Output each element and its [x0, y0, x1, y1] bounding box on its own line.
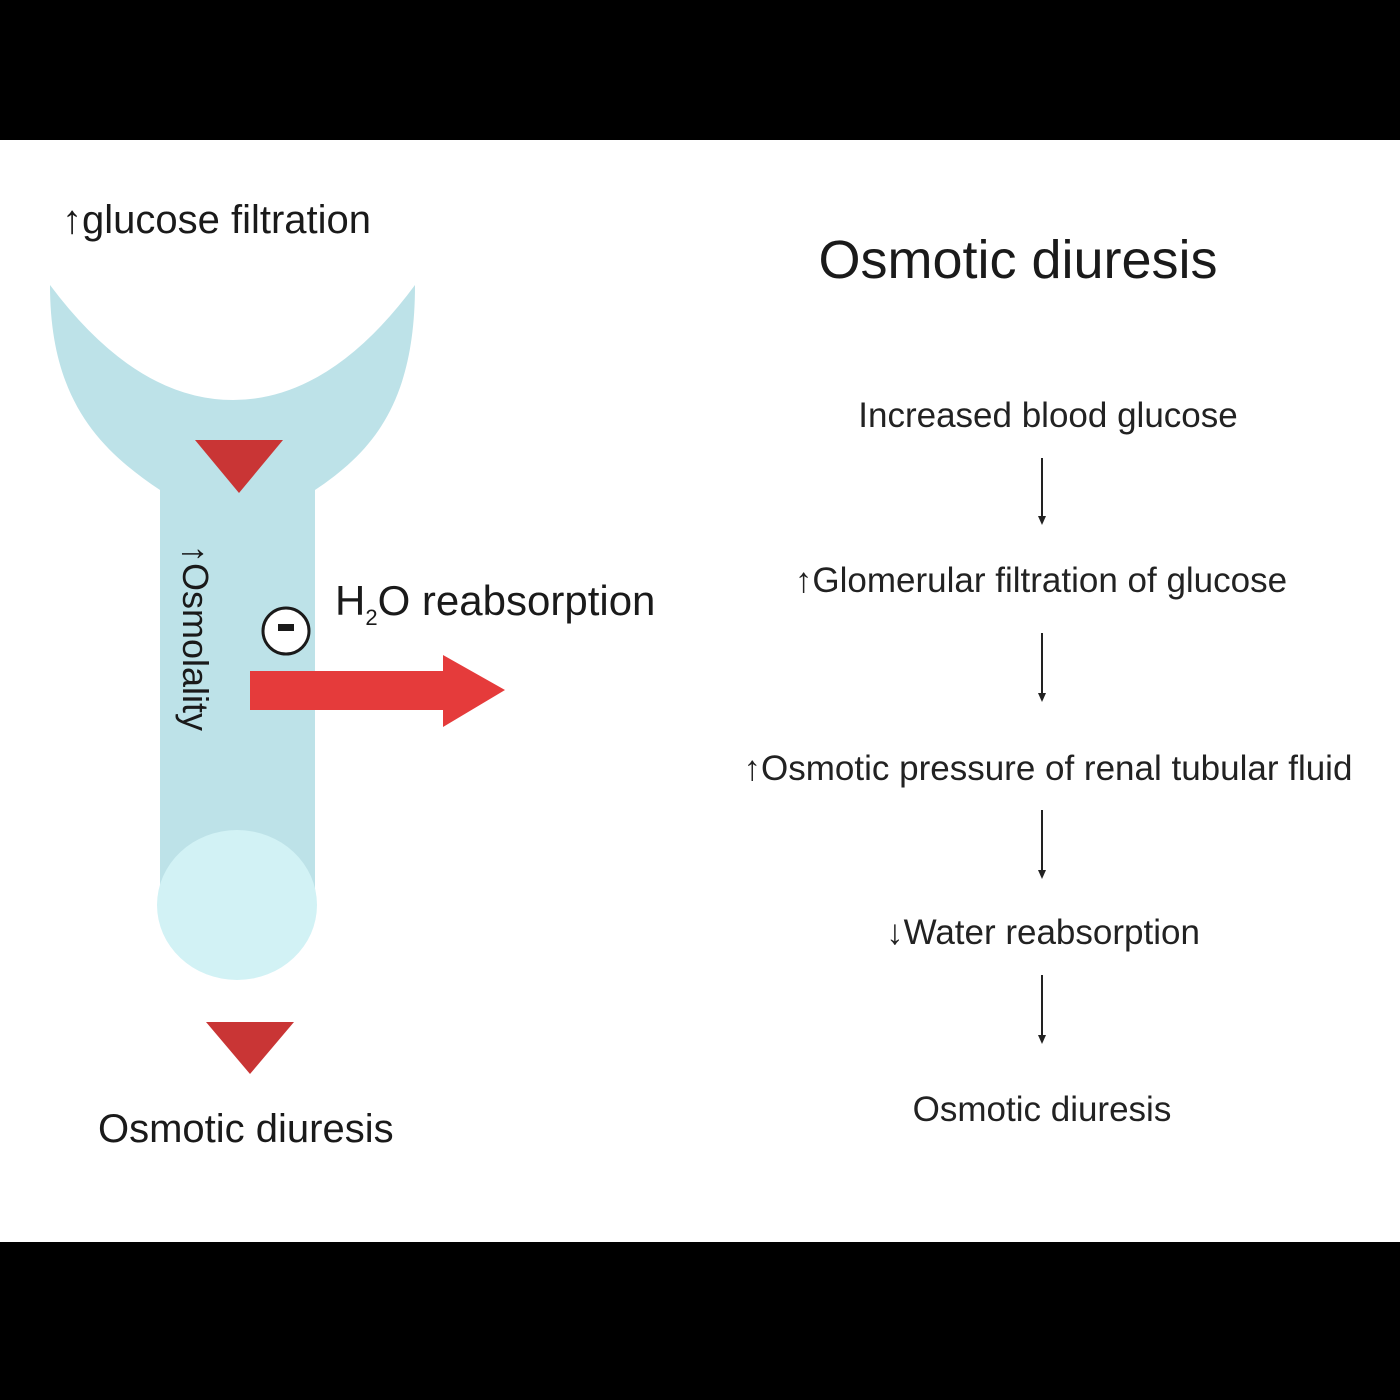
flow-arrow-3 — [1038, 810, 1046, 879]
flow-step-3: ↑Osmotic pressure of renal tubular fluid — [744, 749, 1353, 788]
glucose-filtration-label: ↑glucose filtration — [62, 198, 371, 242]
h2o-outflow-arrow — [250, 655, 505, 727]
tubule-end-shape — [157, 830, 317, 980]
flow-title: Osmotic diuresis — [818, 230, 1217, 290]
flow-step-2: ↑Glomerular filtration of glucose — [795, 561, 1287, 600]
flow-step-4: ↓Water reabsorption — [886, 913, 1200, 952]
flow-step-1: Increased blood glucose — [858, 396, 1237, 435]
inhibit-icon — [261, 606, 311, 656]
tubule-illustration: ↑Osmolality — [50, 285, 505, 1074]
flow-arrow-1 — [1038, 458, 1046, 525]
flow-arrow-4 — [1038, 975, 1046, 1044]
bowmans-capsule-shape — [50, 285, 415, 900]
osmolality-label: ↑Osmolality — [175, 545, 216, 731]
h2o-reabsorption-label: H2O reabsorption — [335, 577, 655, 630]
flow-step-5: Osmotic diuresis — [913, 1090, 1172, 1129]
bottom-osmotic-diuresis-label: Osmotic diuresis — [98, 1107, 394, 1151]
flow-down-triangle-bottom — [206, 1022, 294, 1074]
flow-arrow-2 — [1038, 633, 1046, 702]
flow-down-triangle-top — [195, 440, 283, 493]
